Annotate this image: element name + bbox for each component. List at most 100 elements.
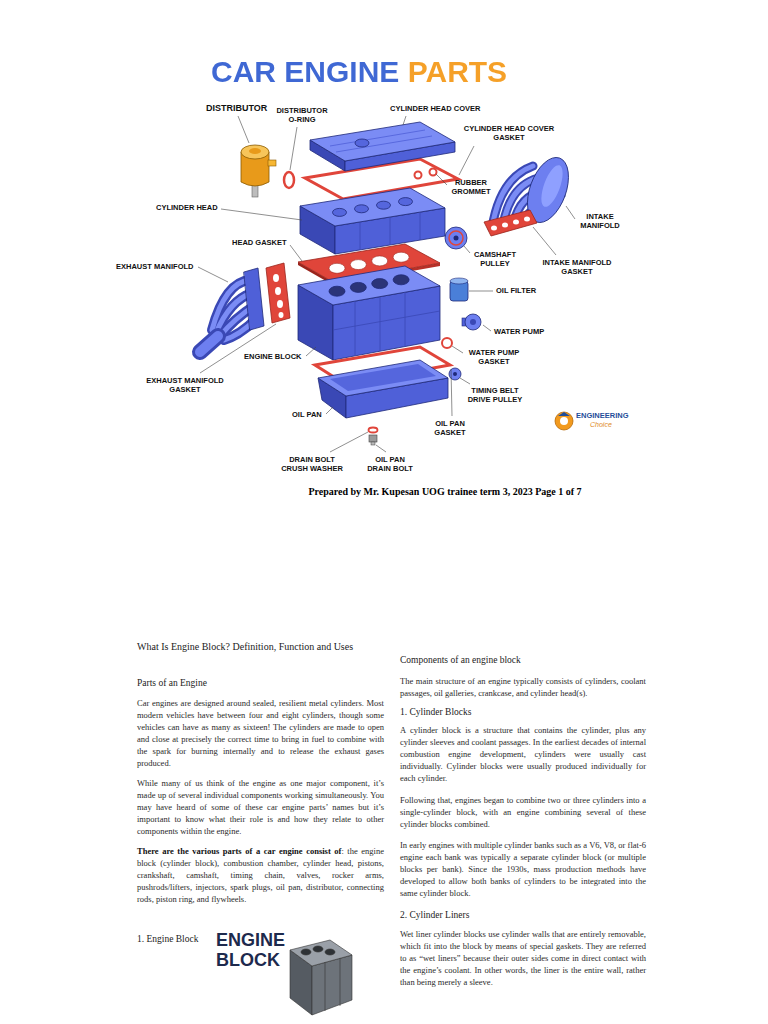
engine-block-picture [301,949,311,955]
part-label: DISTRIBUTOR O-RING [274,106,330,124]
text-column: What Is Engine Block? Definition, Functi… [137,640,384,945]
section-heading: Components of an engine block [400,654,646,666]
cylinder-head [420,212,421,240]
cylinder-head [360,222,361,250]
logo-gear [555,412,573,430]
head-gasket [372,256,388,266]
part-label: OIL FILTER [496,286,536,295]
oil-pan [318,360,448,396]
engine-block-picture [340,958,341,1006]
leader-line [459,146,474,175]
engine-block-picture [290,940,352,1015]
exhaust-manifold-gasket [273,274,279,282]
exhaust-manifold-gasket [266,263,290,323]
exhaust-manifold [200,336,218,352]
timing-belt-pulley [453,372,457,376]
part-label: CYLINDER HEAD COVER [390,104,480,113]
section-heading: What Is Engine Block? Definition, Functi… [137,640,384,653]
oil-filter [450,278,468,284]
water-pump-gasket [442,338,452,348]
logo-text: ENGINEERING [576,411,629,420]
drain-bolt [369,428,378,433]
cylinder-head [355,205,369,213]
leader-line [483,325,491,331]
exhaust-manifold-gasket [275,287,281,295]
intake-manifold-gasket [484,210,537,236]
water-pump [465,314,481,330]
leader-line [452,346,463,353]
body-text: The main structure of an engine typicall… [400,675,646,699]
engine-block-picture [290,940,352,966]
section-heading: 2. Cylinder Liners [400,909,646,921]
engine-block-picture [313,946,323,952]
part-label: CYLINDER HEAD COVER GASKET [462,124,556,142]
engine-block [380,297,381,351]
distributor [249,148,261,154]
cylinder-head-cover [310,122,455,161]
rubber-grommet [415,169,437,179]
intake-manifold [519,152,576,228]
leader-line [198,116,575,452]
head-gasket [350,260,366,270]
cylinder-head-cover [310,122,455,171]
rubber-grommet [430,169,437,176]
leader-line [403,116,406,125]
cylinder-head-cover [336,136,432,152]
camshaft-pulley [454,236,459,241]
leader-line [533,227,556,255]
logo-gear [558,412,570,416]
cylinder-head [390,217,391,245]
rubber-grommet [415,172,422,179]
intake-manifold-gasket [491,226,497,231]
leader-line [464,246,470,253]
drain-bolt [369,428,378,446]
leader-line [376,445,386,452]
leader-line [306,347,316,356]
oil-pan [330,364,436,391]
cylinder-head [300,188,445,254]
leader-line [238,116,249,143]
water-pump-gasket [442,338,452,348]
part-label: RUBBER GROMMET [450,178,492,196]
leader-line [198,267,228,282]
part-label: WATER PUMP [494,327,544,336]
cylinder-head [333,208,347,216]
distributor-o-ring [284,172,294,188]
page-footer: Prepared by Mr. Kupesan UOG trainee term… [200,486,690,498]
exhaust-manifold-gasket [279,312,284,318]
part-label: WATER PUMP GASKET [466,348,522,366]
logo-gear [555,412,573,430]
engine-block [355,301,356,356]
exhaust-manifold [244,268,264,330]
body-text: Car engines are designed around sealed, … [137,697,384,769]
leader-line [326,407,333,414]
part-label: OIL PAN DRAIN BOLT [366,455,414,473]
engine-block-picture [325,949,335,955]
engine-block [393,275,409,285]
body-text-bold: There are the various parts of a car eng… [137,846,341,856]
engine-block-picture [325,962,326,1011]
cylinder-head-cover [355,139,369,147]
engine-block [350,282,366,292]
leader-line [460,378,470,384]
page-title: CAR ENGINE PARTS [211,54,507,90]
part-label: INTAKE MANIFOLD GASKET [540,258,614,276]
body-text: In early engines with multiple cylinder … [400,839,646,899]
text-column: Components of an engine blockThe main st… [400,654,646,988]
intake-manifold-gasket [484,210,537,236]
leader-line [566,206,575,219]
camshaft-pulley [445,227,467,249]
part-label: DISTRIBUTOR [206,103,267,114]
intake-manifold-gasket [502,223,508,228]
engine-block [333,311,440,330]
part-label: INTAKE MANIFOLD [578,212,622,230]
part-label: CYLINDER HEAD [156,203,218,212]
exhaust-manifold [200,268,264,352]
drain-bolt [369,435,377,442]
part-label: CAMSHAFT PULLEY [472,250,518,268]
leader-line [200,324,276,373]
cylinder-head [377,201,391,209]
distributor-o-ring [284,172,294,188]
